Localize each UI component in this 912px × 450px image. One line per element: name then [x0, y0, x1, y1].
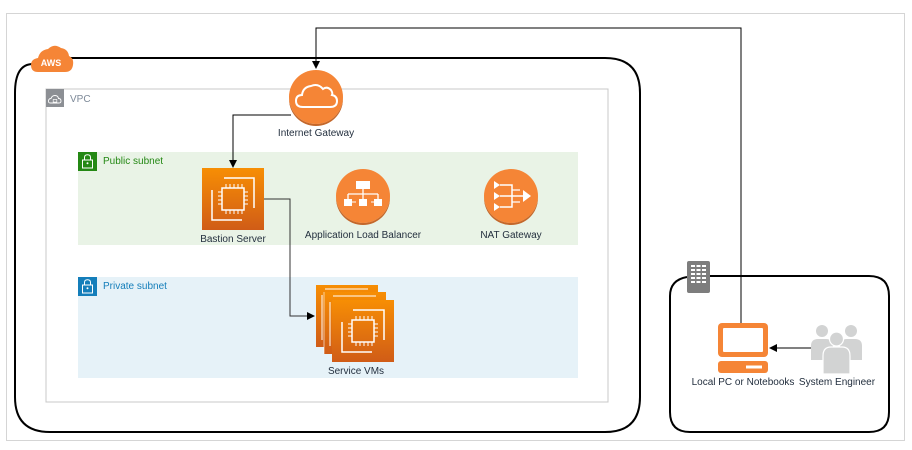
- vpc-cloud-lock-icon: [46, 89, 64, 107]
- diagram-canvas-border: [6, 13, 905, 441]
- aws-cloud-group: [14, 57, 641, 433]
- edge-internet-gateway-to-bastion: [229, 114, 291, 168]
- system-engineer-label: System Engineer: [798, 377, 876, 388]
- load-balancer-icon[interactable]: [336, 169, 390, 225]
- aws-cloud-icon: AWS: [31, 45, 74, 72]
- nat-gateway-icon[interactable]: [484, 169, 538, 225]
- alb-label: Application Load Balancer: [304, 230, 422, 241]
- padlock-icon: [78, 152, 97, 171]
- private-subnet-label: Private subnet: [103, 281, 167, 292]
- internet-gateway-label: Internet Gateway: [277, 128, 355, 139]
- edge-bastion-to-service-vms: [264, 198, 315, 320]
- edge-local-pc-to-internet-gateway: [312, 27, 742, 323]
- desktop-computer-icon[interactable]: [718, 323, 768, 373]
- public-subnet-label: Public subnet: [103, 156, 164, 167]
- service-vms-label: Service VMs: [327, 366, 385, 377]
- users-icon[interactable]: [811, 325, 862, 375]
- building-icon: [687, 261, 710, 293]
- padlock-icon: [78, 277, 97, 296]
- ec2-instances-icon[interactable]: [316, 285, 394, 362]
- aws-badge-label: AWS: [41, 58, 62, 68]
- internet-gateway-icon[interactable]: [289, 70, 343, 126]
- local-pc-label: Local PC or Notebooks: [691, 377, 795, 388]
- bastion-server-label: Bastion Server: [200, 234, 266, 245]
- nat-gateway-label: NAT Gateway: [480, 230, 542, 241]
- ec2-instance-icon[interactable]: [202, 168, 264, 230]
- corporate-data-center-group: [669, 261, 890, 433]
- vpc-label: VPC: [70, 94, 91, 105]
